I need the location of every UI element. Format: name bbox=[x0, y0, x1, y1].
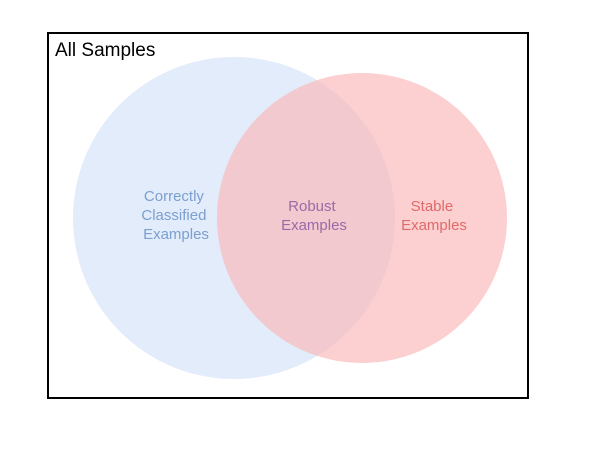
correctly-classified-label-line-2: Classified bbox=[141, 207, 206, 224]
stable-examples-circle bbox=[217, 73, 507, 363]
robust-examples-label: Robust Examples bbox=[281, 198, 347, 234]
stable-examples-label: Stable Examples bbox=[401, 198, 467, 234]
robust-examples-label-line-2: Examples bbox=[281, 217, 347, 234]
correctly-classified-label: Correctly Classified Examples bbox=[141, 188, 210, 243]
stable-examples-label-line-2: Examples bbox=[401, 217, 467, 234]
robust-examples-label-line-1: Robust bbox=[288, 198, 336, 215]
correctly-classified-label-line-1: Correctly bbox=[144, 188, 205, 205]
all-samples-title: All Samples bbox=[55, 40, 155, 61]
correctly-classified-label-line-3: Examples bbox=[143, 226, 209, 243]
stable-examples-label-line-1: Stable bbox=[411, 198, 454, 215]
all-samples-frame bbox=[47, 32, 529, 399]
